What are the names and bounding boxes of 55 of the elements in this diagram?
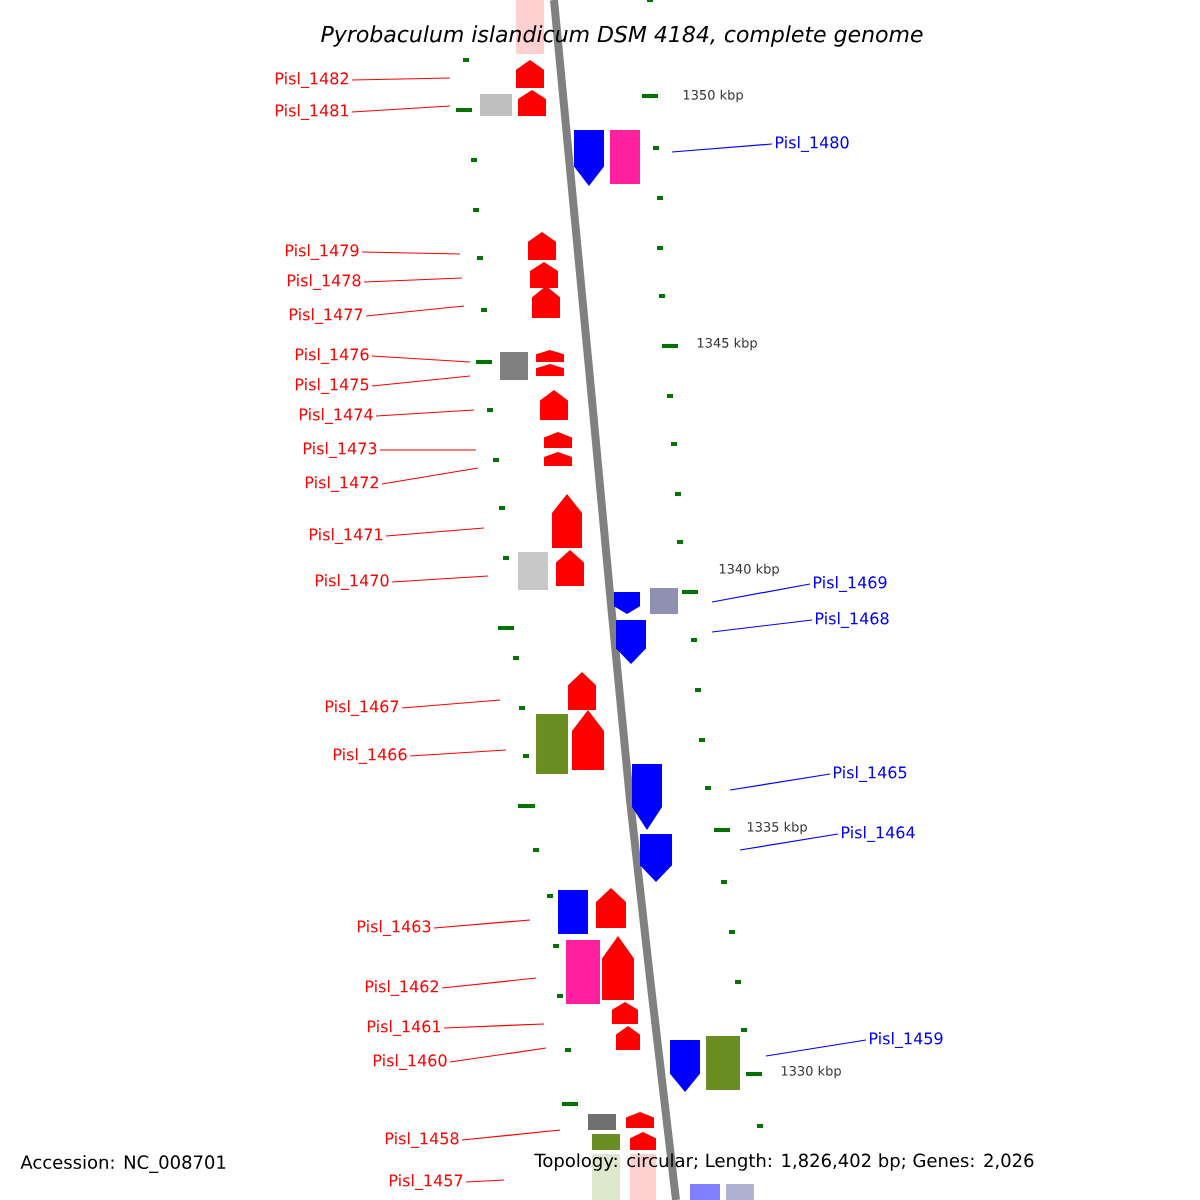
gene-label: Pisl_1472 xyxy=(305,476,378,492)
leader-line xyxy=(371,375,471,387)
gene-label: Pisl_1475 xyxy=(295,378,369,394)
gene-label: Pisl_1481 xyxy=(275,104,349,120)
leader-line xyxy=(441,977,537,989)
leader-line xyxy=(765,1039,867,1057)
gene-label: Pisl_1464 xyxy=(842,826,915,842)
leader-line xyxy=(729,773,831,791)
gene-label: Pisl_1461 xyxy=(367,1020,441,1036)
leader-line xyxy=(465,1179,505,1183)
gene-label: Pisl_1457 xyxy=(389,1174,463,1190)
gene-label: Pisl_1469 xyxy=(814,576,887,592)
leader-line xyxy=(739,833,839,851)
info-text: Accession: NC_008701 xyxy=(20,1155,226,1173)
info-text: Topology: circular; Length: 1,826,402 bp; Genes: 2,026 xyxy=(534,1153,1034,1171)
leader-line xyxy=(361,251,461,255)
gene-label: Pisl_1458 xyxy=(385,1132,459,1148)
gene-label: Pisl_1460 xyxy=(373,1054,447,1070)
leader-line xyxy=(391,575,489,583)
gene-label: Pisl_1479 xyxy=(285,244,359,260)
gene-label: Pisl_1470 xyxy=(315,574,389,590)
gene-label: Pisl_1482 xyxy=(275,72,348,88)
gene-label: Pisl_1478 xyxy=(287,274,361,290)
leader-line xyxy=(351,77,451,81)
leader-line xyxy=(409,749,507,757)
leader-line xyxy=(375,409,475,417)
gene-label: Pisl_1480 xyxy=(776,136,849,152)
title: Pyrobaculum islandicum DSM 4184, complete genome xyxy=(321,25,923,47)
leader-line xyxy=(443,1023,545,1029)
gene-label: Pisl_1477 xyxy=(289,308,363,324)
leader-line xyxy=(379,449,477,451)
gene-label: Pisl_1474 xyxy=(299,408,373,424)
gene-label: Pisl_1471 xyxy=(309,528,383,544)
gene-label: Pisl_1463 xyxy=(357,920,431,936)
leader-line xyxy=(671,143,773,153)
leader-line xyxy=(433,919,531,929)
leader-line xyxy=(461,1129,561,1141)
gene-label: Pisl_1465 xyxy=(834,766,907,782)
leader-line xyxy=(401,699,501,709)
gene-label: Pisl_1459 xyxy=(870,1032,943,1048)
leader-line xyxy=(381,467,479,485)
gene-label: Pisl_1462 xyxy=(365,980,438,996)
leader-line xyxy=(385,527,485,537)
gene-label: Pisl_1468 xyxy=(816,612,889,628)
leader-line xyxy=(365,305,465,317)
gene-label: Pisl_1467 xyxy=(325,700,399,716)
gene-label: Pisl_1476 xyxy=(295,348,369,364)
leader-line xyxy=(351,105,451,113)
leader-line xyxy=(711,619,813,633)
gene-label: Pisl_1473 xyxy=(303,442,377,458)
leader-line xyxy=(363,277,463,283)
gene-label: Pisl_1466 xyxy=(333,748,407,764)
leader-line xyxy=(371,355,471,363)
leader-line xyxy=(711,583,811,603)
leader-line xyxy=(449,1047,547,1063)
